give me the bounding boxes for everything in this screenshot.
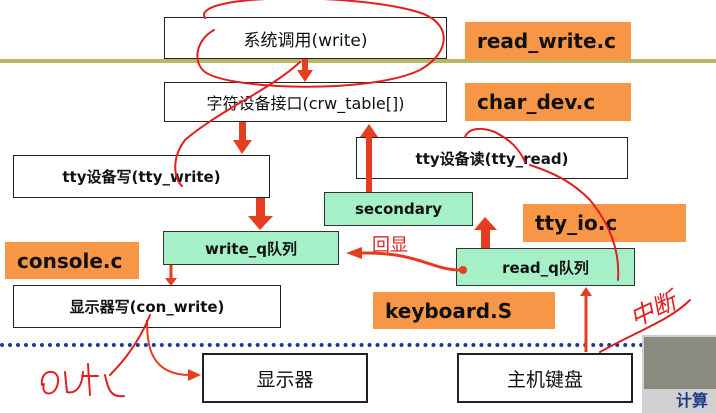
arrow-write-queue-to-console: [165, 265, 177, 286]
annotation-out-text: out: [40, 360, 86, 393]
corner-text: 计算: [676, 387, 708, 411]
annotation-echo-text: 回显: [372, 235, 408, 256]
arrow-console-to-display: [147, 320, 201, 381]
arrow-secondary-to-tty-read: [360, 124, 378, 192]
annotation-out: out: [40, 360, 86, 393]
handwritten-annotations: [42, 0, 690, 396]
corner-video-thumbnail: 计算: [642, 335, 716, 413]
arrow-tty-write-to-write-queue: [248, 198, 273, 230]
arrow-interface-to-tty-write: [233, 122, 252, 154]
arrow-read-queue-to-secondary: [474, 217, 497, 248]
arrow-keyboard-to-read-queue: [580, 287, 592, 352]
annotation-echo: 回显: [372, 231, 408, 257]
corner-video-frame: [644, 337, 716, 389]
